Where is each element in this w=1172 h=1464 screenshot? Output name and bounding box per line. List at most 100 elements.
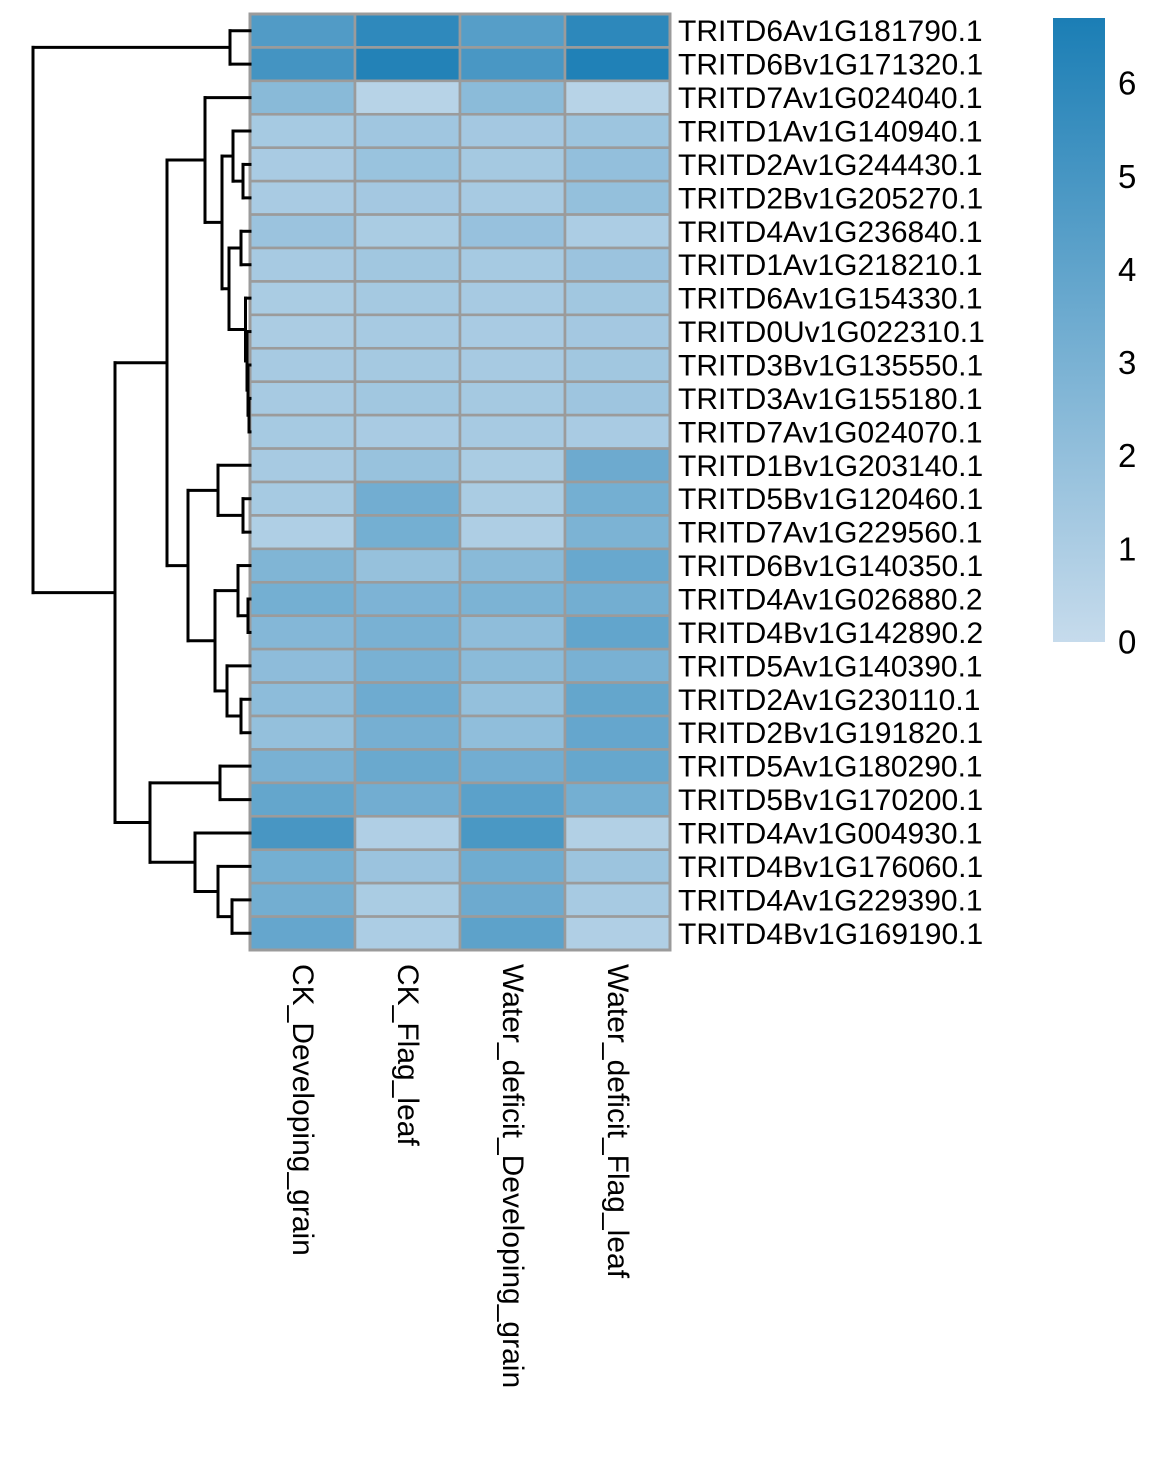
heatmap-cell — [563, 480, 672, 517]
row-label: TRITD5Av1G140390.1 — [678, 650, 983, 683]
row-label: TRITD1Bv1G203140.1 — [678, 450, 983, 483]
heatmap-cell — [563, 413, 672, 450]
heatmap-cell — [458, 146, 567, 183]
heatmap-cell — [458, 848, 567, 885]
legend-colorbar — [1053, 18, 1105, 642]
heatmap-cell — [353, 179, 462, 216]
heatmap-cell — [563, 46, 672, 83]
heatmap-cell — [563, 146, 672, 183]
heatmap-cell — [353, 480, 462, 517]
heatmap-cell — [248, 413, 357, 450]
row-label: TRITD2Av1G230110.1 — [678, 684, 980, 717]
heatmap-cell — [248, 246, 357, 283]
heatmap-cell — [353, 213, 462, 250]
heatmap-cell — [563, 12, 672, 49]
heatmap-cell — [353, 12, 462, 49]
heatmap-cell — [353, 647, 462, 684]
heatmap-cell — [458, 915, 567, 952]
row-label: TRITD5Av1G180290.1 — [678, 751, 983, 784]
heatmap-cell — [458, 79, 567, 116]
heatmap-cell — [458, 748, 567, 785]
legend-tick-label: 1 — [1118, 530, 1136, 567]
row-label: TRITD0Uv1G022310.1 — [678, 316, 985, 349]
heatmap-cell — [563, 915, 672, 952]
heatmap-cell — [353, 313, 462, 350]
row-label: TRITD2Av1G244430.1 — [678, 149, 983, 182]
heatmap-cell — [563, 681, 672, 718]
heatmap-cell — [353, 413, 462, 450]
heatmap-cell — [458, 714, 567, 751]
heatmap-cell — [248, 213, 357, 250]
heatmap-cell — [248, 447, 357, 484]
heatmap-cell — [563, 79, 672, 116]
heatmap-cell — [248, 346, 357, 384]
heatmap-cell — [248, 881, 357, 918]
heatmap-cell — [458, 814, 567, 852]
row-label: TRITD7Av1G024070.1 — [678, 416, 983, 449]
row-label: TRITD2Bv1G205270.1 — [678, 182, 983, 215]
heatmap-cell — [353, 146, 462, 183]
heatmap-cell — [353, 714, 462, 751]
heatmap-cell — [248, 614, 357, 651]
heatmap-cell — [248, 681, 357, 718]
heatmap-cell — [563, 280, 672, 317]
row-label: TRITD3Av1G155180.1 — [678, 383, 983, 416]
heatmap-cell — [563, 814, 672, 852]
heatmap-cell — [353, 79, 462, 116]
heatmap-cell — [563, 580, 672, 618]
heatmap-cell — [458, 246, 567, 283]
heatmap-cell — [353, 547, 462, 584]
heatmap-cell — [248, 380, 357, 417]
heatmap-cell — [563, 547, 672, 584]
heatmap-cell — [248, 547, 357, 584]
col-label: CK_Flag_leaf — [391, 964, 424, 1146]
heatmap-cell — [353, 246, 462, 283]
heatmap-cell — [458, 313, 567, 350]
heatmap-cell — [563, 614, 672, 651]
heatmap-cell — [248, 580, 357, 618]
heatmap-cell — [248, 714, 357, 751]
heatmap-cell — [563, 380, 672, 417]
heatmap-cell — [458, 46, 567, 83]
heatmap-border — [248, 12, 672, 952]
heatmap-cell — [248, 112, 357, 150]
heatmap-cell — [353, 580, 462, 618]
heatmap-cell — [458, 681, 567, 718]
heatmap-cell — [458, 280, 567, 317]
heatmap-cell — [563, 748, 672, 785]
heatmap-cell — [248, 12, 357, 49]
heatmap-cell — [458, 881, 567, 918]
heatmap-cell — [458, 179, 567, 216]
heatmap-cell — [458, 514, 567, 551]
heatmap-cell — [353, 346, 462, 384]
row-label: TRITD1Av1G218210.1 — [678, 249, 983, 282]
heatmap-cell — [563, 313, 672, 350]
heatmap-cell — [248, 313, 357, 350]
heatmap-cell — [248, 814, 357, 852]
heatmap-cell — [353, 814, 462, 852]
heatmap-cell — [353, 881, 462, 918]
heatmap-cell — [563, 647, 672, 684]
row-label: TRITD4Av1G236840.1 — [678, 216, 983, 249]
row-label: TRITD3Bv1G135550.1 — [678, 350, 983, 383]
heatmap-cell — [563, 514, 672, 551]
heatmap-cell — [248, 781, 357, 818]
heatmap-cell — [353, 748, 462, 785]
heatmap-cell — [458, 580, 567, 618]
heatmap-cell — [248, 79, 357, 116]
heatmap-cell — [353, 614, 462, 651]
heatmap-cell — [458, 112, 567, 150]
row-label: TRITD4Bv1G176060.1 — [678, 851, 983, 884]
row-label: TRITD2Bv1G191820.1 — [678, 717, 983, 750]
legend-tick-label: 4 — [1118, 251, 1136, 288]
heatmap-cell — [353, 781, 462, 818]
row-label: TRITD6Av1G181790.1 — [678, 15, 983, 48]
heatmap-cell — [248, 280, 357, 317]
heatmap-cell — [563, 881, 672, 918]
col-label: Water_deficit_Developing_grain — [496, 964, 529, 1388]
row-label: TRITD5Bv1G170200.1 — [678, 784, 983, 817]
legend-tick-label: 5 — [1118, 158, 1136, 195]
heatmap-cell — [248, 46, 357, 83]
